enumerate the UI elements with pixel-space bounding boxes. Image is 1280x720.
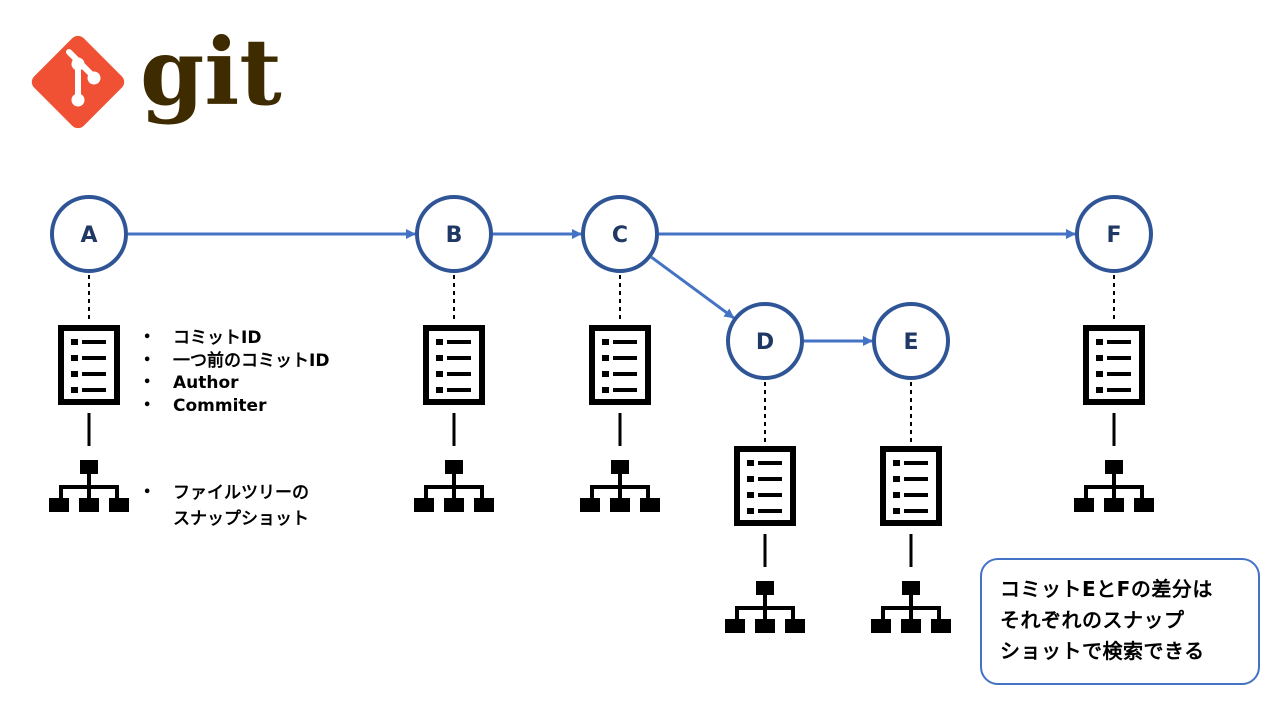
commit-node-a: A <box>50 195 128 273</box>
legend-item: コミットID <box>143 327 329 350</box>
commit-node-label: F <box>1106 223 1121 248</box>
legend-item: 一つ前のコミットID <box>143 350 329 373</box>
commit-node-circle <box>726 302 804 380</box>
commit-node-d: D <box>726 302 804 380</box>
commit-edges <box>128 229 1076 346</box>
commit-node-label: B <box>446 223 463 248</box>
commit-node-label: E <box>903 330 918 355</box>
commit-node-b: B <box>415 195 493 273</box>
legend-item: Author <box>143 372 329 395</box>
file-tree-icon <box>580 460 660 512</box>
file-tree-icon <box>1074 460 1154 512</box>
connectors <box>87 275 1116 567</box>
legend-item: ファイルツリーの スナップショット <box>143 480 309 532</box>
git-logo-text: git <box>140 18 282 126</box>
commit-object-icon <box>1086 328 1142 402</box>
commit-nodes: A B C D E F <box>50 195 1153 380</box>
commit-object-icon <box>737 449 793 523</box>
edge-c-d <box>650 255 735 320</box>
file-tree-icon <box>871 581 951 633</box>
commit-node-circle <box>581 195 659 273</box>
commit-object-icon <box>592 328 648 402</box>
commit-node-e: E <box>872 302 950 380</box>
file-tree-icon <box>414 460 494 512</box>
commit-node-circle <box>872 302 950 380</box>
commit-object-icon <box>883 449 939 523</box>
note-text: コミットEとFの差分は それぞれのスナップ ショットで検索できる <box>1000 577 1213 663</box>
commit-object-icon <box>61 328 117 402</box>
commit-node-label: C <box>612 223 628 248</box>
commit-node-circle <box>50 195 128 273</box>
git-logo: git <box>31 18 282 129</box>
git-logo-icon <box>31 35 125 129</box>
commit-object-icon <box>426 328 482 402</box>
commit-node-label: A <box>80 223 97 248</box>
commit-node-label: D <box>756 330 774 355</box>
legend-item: Commiter <box>143 395 329 418</box>
file-tree-icon <box>49 460 129 512</box>
note-callout: コミットEとFの差分は それぞれのスナップ ショットで検索できる <box>980 558 1260 685</box>
tree-legend: ファイルツリーの スナップショット <box>143 480 309 532</box>
commit-node-circle <box>1075 195 1153 273</box>
commit-object-legend: コミットID一つ前のコミットIDAuthorCommiter <box>143 327 329 417</box>
commit-node-f: F <box>1075 195 1153 273</box>
file-tree-icon <box>725 581 805 633</box>
commit-node-c: C <box>581 195 659 273</box>
commit-node-circle <box>415 195 493 273</box>
